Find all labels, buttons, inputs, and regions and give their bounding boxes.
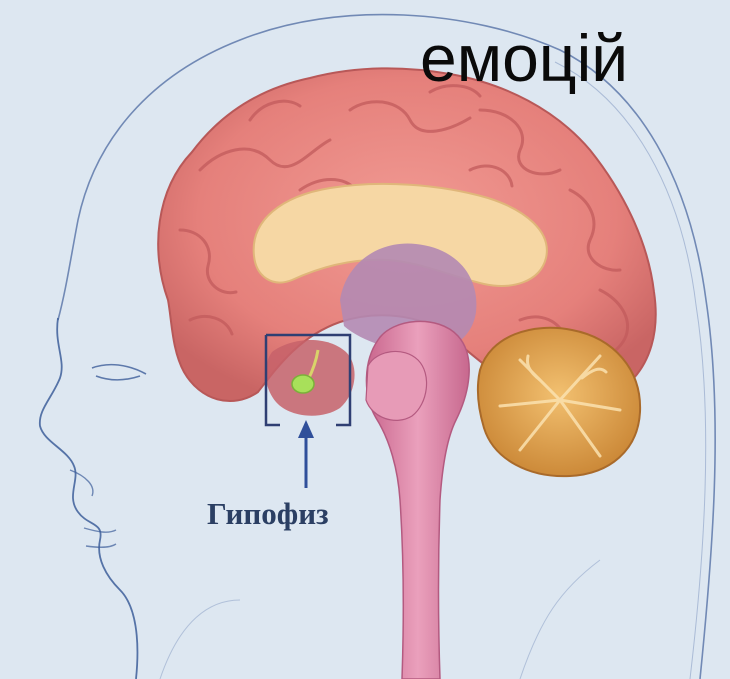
eye-sketch — [92, 365, 146, 380]
neck-sketch — [160, 560, 600, 679]
pituitary-label: Гипофиз — [207, 494, 329, 534]
arrow-up-icon — [298, 420, 314, 488]
face-profile — [40, 318, 138, 679]
slide-title: емоцій — [420, 18, 628, 98]
pons — [366, 351, 427, 420]
pituitary-gland — [292, 375, 314, 393]
